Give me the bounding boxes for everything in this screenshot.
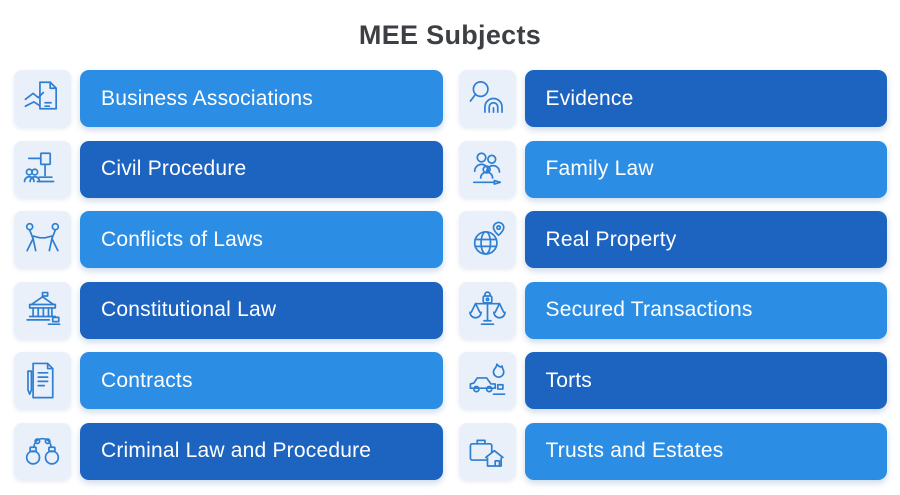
subject-bar: Civil Procedure xyxy=(80,140,443,198)
icon-tile xyxy=(14,422,71,480)
icon-tile xyxy=(14,211,71,268)
page-title: MEE Subjects xyxy=(358,19,542,50)
subject-label: Real Property xyxy=(545,227,677,251)
subject-row: Business Associations xyxy=(14,70,443,127)
subject-row: Secured Transactions xyxy=(458,281,887,339)
subject-bar: Conflicts of Laws xyxy=(80,211,443,268)
subject-row: Real Property xyxy=(458,211,887,268)
subject-row: Constitutional Law xyxy=(14,281,443,339)
subject-bar: Criminal Law and Procedure xyxy=(80,422,443,480)
scale-lock-icon xyxy=(467,290,508,331)
icon-tile xyxy=(458,140,516,198)
subject-label: Business Associations xyxy=(101,86,313,110)
gavel-people-icon xyxy=(22,149,63,190)
icon-tile xyxy=(14,70,71,127)
briefcase-house-icon xyxy=(467,431,508,472)
subject-label: Criminal Law and Procedure xyxy=(101,439,372,462)
subject-label: Secured Transactions xyxy=(545,298,753,321)
tug-of-war-icon xyxy=(22,219,63,260)
subject-bar: Torts xyxy=(524,352,887,409)
subject-row: Conflicts of Laws xyxy=(14,211,443,268)
subject-bar: Constitutional Law xyxy=(80,281,443,339)
subject-label: Evidence xyxy=(545,86,634,110)
magnifier-fingerprint-icon xyxy=(467,78,508,119)
burning-car-gavel-icon xyxy=(467,360,508,401)
subject-row: Evidence xyxy=(458,70,887,127)
handcuffs-icon xyxy=(22,431,63,472)
globe-pin-icon xyxy=(467,219,508,260)
subject-label: Trusts and Estates xyxy=(545,439,724,462)
subject-row: Torts xyxy=(458,352,887,409)
subject-bar: Secured Transactions xyxy=(524,281,887,339)
subject-row: Trusts and Estates xyxy=(458,422,887,480)
subject-row: Contracts xyxy=(14,352,443,409)
subject-label: Civil Procedure xyxy=(101,157,247,180)
subject-bar: Evidence xyxy=(524,70,887,127)
icon-tile xyxy=(458,422,516,480)
subject-bar: Business Associations xyxy=(80,70,443,127)
icon-tile xyxy=(458,352,516,409)
subject-bar: Family Law xyxy=(524,140,887,198)
subject-label: Conflicts of Laws xyxy=(101,227,264,251)
subject-row: Family Law xyxy=(458,140,887,198)
capitol-gavel-icon xyxy=(22,290,63,331)
icon-tile xyxy=(458,70,516,127)
subject-bar: Trusts and Estates xyxy=(524,422,887,480)
icon-tile xyxy=(458,281,516,339)
icon-tile xyxy=(14,281,71,339)
icon-tile xyxy=(458,211,516,268)
subject-bar: Real Property xyxy=(524,211,887,268)
subjects-grid: Business Associations Civil Procedure Co… xyxy=(14,70,887,480)
subject-row: Criminal Law and Procedure xyxy=(14,422,443,480)
family-pen-icon xyxy=(467,149,508,190)
icon-tile xyxy=(14,140,71,198)
header: MEE Subjects xyxy=(0,0,900,70)
subject-bar: Contracts xyxy=(80,352,443,409)
icon-tile xyxy=(14,352,71,409)
subject-label: Contracts xyxy=(101,368,193,392)
document-pen-icon xyxy=(22,360,63,401)
subject-label: Family Law xyxy=(545,157,654,180)
subject-label: Constitutional Law xyxy=(101,298,277,321)
subject-row: Civil Procedure xyxy=(14,140,443,198)
subject-label: Torts xyxy=(545,368,593,392)
handshake-document-icon xyxy=(22,78,63,119)
